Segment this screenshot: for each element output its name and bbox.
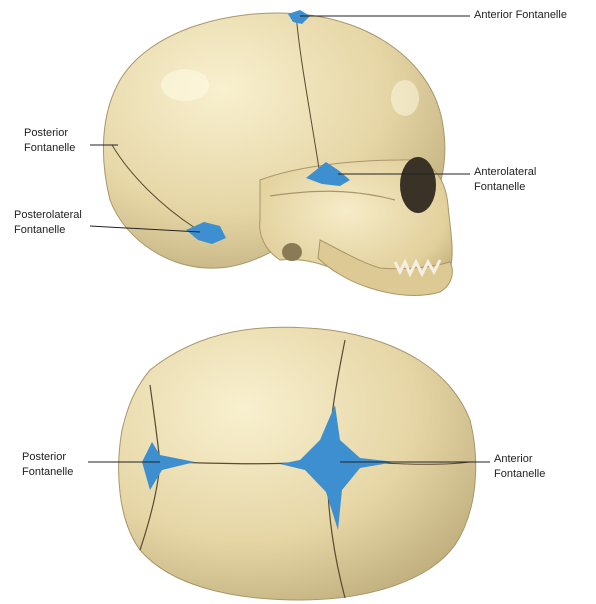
lateral-ear-opening [282,243,302,261]
lateral-skull [103,10,452,295]
label-lateral-anterior-fontanelle: Anterior Fontanelle [474,8,567,23]
label-lateral-posterior-fontanelle: Posterior Fontanelle [24,126,75,156]
label-lateral-posterolateral-fontanelle: Posterolateral Fontanelle [14,208,82,238]
label-superior-anterior-fontanelle: Anterior Fontanelle [494,452,545,482]
label-lateral-anterolateral-fontanelle: Anterolateral Fontanelle [474,165,536,195]
label-superior-posterior-fontanelle: Posterior Fontanelle [22,450,73,480]
superior-skull [119,327,476,600]
lateral-orbit [400,157,436,213]
